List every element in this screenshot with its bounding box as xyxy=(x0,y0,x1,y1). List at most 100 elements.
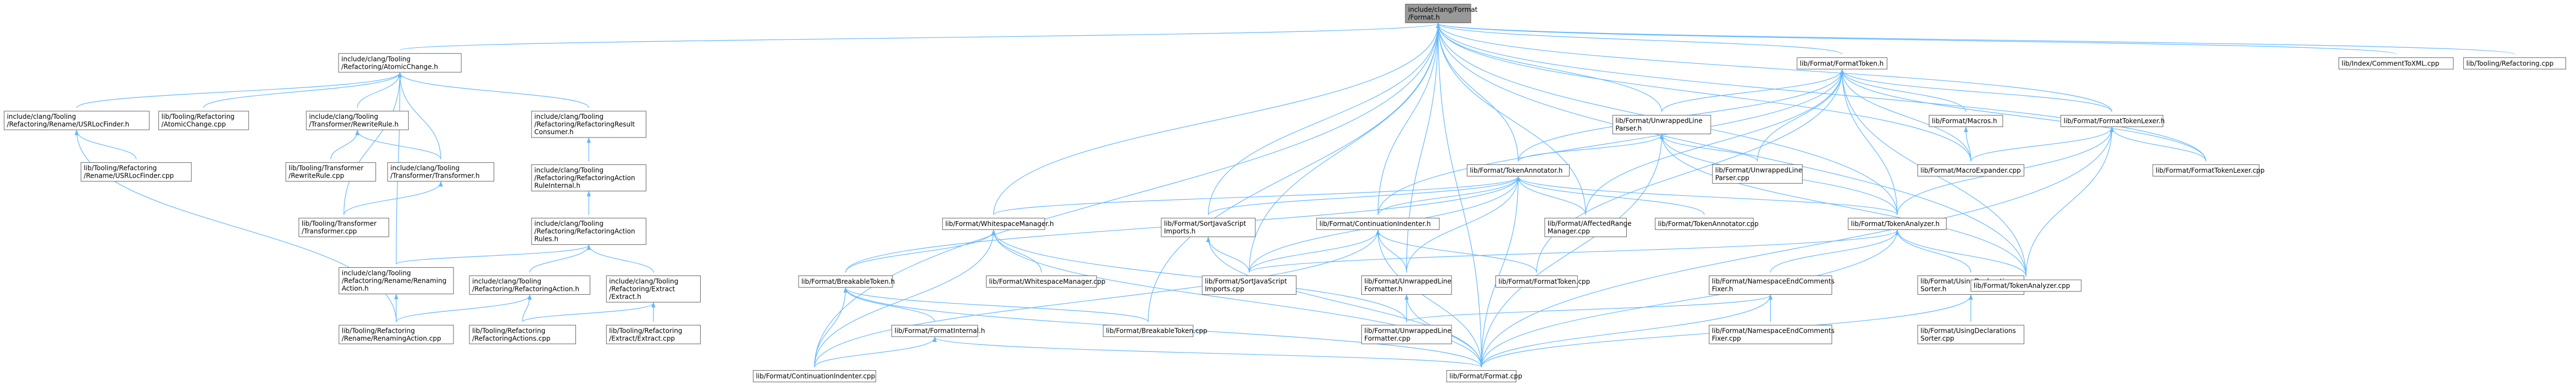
dependency-edge xyxy=(1481,134,1664,367)
node-label: include/clang/Tooling xyxy=(534,220,603,228)
file-node[interactable]: lib/Tooling/Refactoring/RefactoringActio… xyxy=(469,324,577,344)
node-box xyxy=(1361,324,1452,344)
node-box xyxy=(1161,218,1256,238)
file-node[interactable]: lib/Format/FormatToken.cpp xyxy=(1495,275,1590,288)
file-node[interactable]: lib/Tooling/Refactoring/Extract/Extract.… xyxy=(606,324,701,344)
node-label: Parser.h xyxy=(1615,125,1642,133)
dependency-edge xyxy=(814,229,1380,367)
edge-line xyxy=(529,245,589,273)
node-label: Sorter.cpp xyxy=(1920,334,1954,342)
node-box xyxy=(1929,115,2003,128)
node-label: lib/Format/FormatTokenLexer.h xyxy=(2064,117,2165,125)
edge-arrowhead xyxy=(843,287,848,293)
file-node[interactable]: lib/Format/TokenAnalyzer.h xyxy=(1848,218,1947,230)
node-label: lib/Format/UnwrappedLine xyxy=(1364,277,1451,285)
node-box xyxy=(1797,57,1887,70)
node-label: lib/Format/AffectedRange xyxy=(1548,220,1632,228)
node-label: lib/Format/Format.cpp xyxy=(1449,372,1522,380)
dependency-edge xyxy=(1436,23,1971,162)
file-node[interactable]: lib/Tooling/Refactoring/Rename/USRLocFin… xyxy=(80,162,192,182)
file-node[interactable]: lib/Format/ContinuationIndenter.h xyxy=(1316,218,1440,230)
edge-line xyxy=(1207,23,1439,215)
node-label: include/clang/Tooling xyxy=(342,269,411,277)
node-label: Manager.cpp xyxy=(1548,228,1590,235)
dependency-edge xyxy=(1376,229,1537,273)
node-box xyxy=(1848,218,1947,230)
node-label: /Extract/Extract.cpp xyxy=(609,334,675,342)
file-node[interactable]: lib/Tooling/Transformer/Transformer.cpp xyxy=(298,218,390,238)
node-box xyxy=(1201,275,1297,295)
node-box xyxy=(2152,164,2259,177)
file-node[interactable]: lib/Format/FormatTokenLexer.cpp xyxy=(2152,164,2264,177)
root-node-format-h[interactable]: include/clang/Format/Format.h xyxy=(1405,3,1478,23)
file-node[interactable]: lib/Format/Macros.h xyxy=(1929,115,2003,128)
file-node[interactable]: lib/Format/WhitespaceManager.cpp xyxy=(985,275,1105,288)
file-node[interactable]: lib/Format/TokenAnalyzer.cpp xyxy=(1970,279,2082,292)
dependency-edge xyxy=(1206,236,1482,367)
file-node[interactable]: lib/Format/TokenAnnotator.h xyxy=(1466,164,1570,177)
file-node[interactable]: lib/Format/Format.cpp xyxy=(1446,370,1522,383)
file-node[interactable]: include/clang/Tooling/Refactoring/Refact… xyxy=(531,218,646,245)
file-node[interactable]: lib/Tooling/Refactoring/AtomicChange.cpp xyxy=(158,111,249,130)
node-box xyxy=(338,53,462,73)
node-box xyxy=(531,111,646,138)
file-node[interactable]: include/clang/Tooling/Refactoring/Rename… xyxy=(339,267,454,294)
edge-line xyxy=(1841,69,1971,162)
file-node[interactable]: lib/Format/WhitespaceManager.h xyxy=(942,218,1054,230)
edge-line xyxy=(1661,134,1758,162)
node-label: include/clang/Tooling xyxy=(7,113,76,120)
file-node[interactable]: lib/Tooling/Refactoring.cpp xyxy=(2463,57,2566,70)
edge-line xyxy=(1377,230,1407,273)
edge-line xyxy=(1437,23,1971,162)
node-label: Imports.h xyxy=(1164,228,1196,235)
node-box xyxy=(1446,370,1517,383)
node-box xyxy=(158,111,249,130)
dependency-edge xyxy=(1516,175,1705,215)
file-node[interactable]: lib/Format/BreakableToken.cpp xyxy=(1103,324,1207,337)
file-node[interactable]: lib/Format/FormatInternal.h xyxy=(891,324,985,337)
file-node[interactable]: include/clang/Tooling/Refactoring/Refact… xyxy=(469,275,591,295)
file-node[interactable]: lib/Format/ContinuationIndenter.cpp xyxy=(752,370,877,383)
node-label: Formatter.h xyxy=(1364,285,1403,293)
node-label: include/clang/Tooling xyxy=(390,164,459,172)
edge-line xyxy=(1437,23,2515,55)
file-node[interactable]: lib/Format/TokenAnnotator.cpp xyxy=(1655,218,1759,230)
node-label: /Refactoring/RefactoringResult xyxy=(534,120,635,128)
file-node[interactable]: lib/Format/FormatToken.h xyxy=(1797,57,1887,70)
node-label: lib/Format/NamespaceEndComments xyxy=(1712,327,1835,334)
node-box xyxy=(80,162,192,182)
dependency-edge xyxy=(1970,126,2114,162)
file-node[interactable]: include/clang/Tooling/Refactoring/Atomic… xyxy=(338,53,462,73)
edge-line xyxy=(1377,230,1482,367)
file-node[interactable]: include/clang/Tooling/Refactoring/Refact… xyxy=(531,164,646,191)
file-node[interactable]: include/clang/Tooling/Refactoring/Extrac… xyxy=(606,275,701,302)
node-box xyxy=(1709,324,1832,344)
file-node[interactable]: include/clang/Tooling/Transformer/Rewrit… xyxy=(306,111,409,130)
file-node[interactable]: lib/Format/FormatTokenLexer.h xyxy=(2060,115,2165,128)
file-node[interactable]: include/clang/Tooling/Refactoring/Rename… xyxy=(3,111,150,130)
edge-line xyxy=(1249,23,1439,273)
file-node[interactable]: include/clang/Tooling/Transformer/Transf… xyxy=(387,162,495,182)
file-node[interactable]: include/clang/Tooling/Refactoring/Refact… xyxy=(531,111,646,138)
file-node[interactable]: lib/Tooling/Transformer/RewriteRule.cpp xyxy=(285,162,376,182)
file-node[interactable]: lib/Index/CommentToXML.cpp xyxy=(2338,57,2454,70)
file-node[interactable]: lib/Format/BreakableToken.h xyxy=(798,275,895,288)
node-box xyxy=(339,267,454,294)
file-node[interactable]: lib/Format/MacroExpander.cpp xyxy=(1917,164,2025,177)
node-box xyxy=(2338,57,2454,70)
node-label: Fixer.h xyxy=(1712,285,1733,293)
node-box xyxy=(1655,218,1754,230)
file-node[interactable]: lib/Tooling/Refactoring/Rename/RenamingA… xyxy=(339,324,454,344)
edge-line xyxy=(396,245,589,265)
